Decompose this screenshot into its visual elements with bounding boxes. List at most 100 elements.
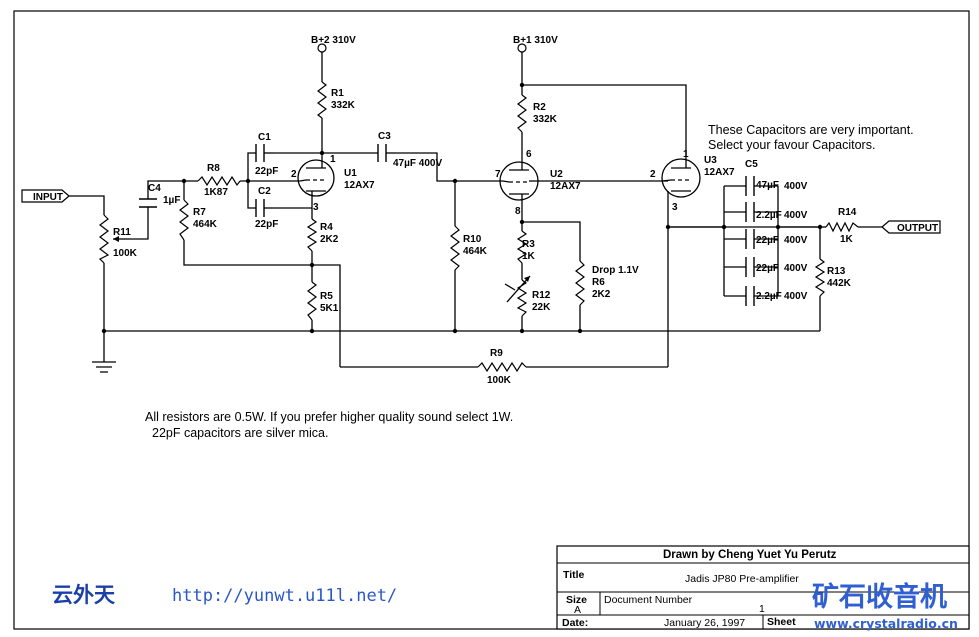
watermark-left-url: http://yunwt.u11l.net/: [172, 586, 397, 606]
bank-cap-1-value: 2.2µF: [756, 210, 782, 221]
bank-cap-2-voltage: 400V: [784, 235, 808, 246]
bank-cap-2-value: 22µF: [756, 235, 779, 246]
u2-pin-7: 7: [495, 169, 501, 180]
output-port: OUTPUT: [881, 220, 941, 234]
r8-value: 1K87: [204, 187, 228, 198]
c5-name: C5: [745, 159, 758, 170]
u2-pin-6: 6: [526, 149, 532, 160]
tube-u3: 1 2 3 U3 12AX7: [650, 149, 735, 213]
r11-name: R11: [113, 227, 131, 238]
resistor-r8: R8 1K87: [197, 163, 241, 198]
c1-name: C1: [258, 132, 271, 143]
capacitor-c3: C3 47µF 400V: [377, 131, 442, 169]
output-port-label: OUTPUT: [897, 223, 938, 234]
capacitor-note: These Capacitors are very important. Sel…: [708, 123, 914, 152]
bank-cap-4-value: 2.2µF: [756, 291, 782, 302]
r4-value: 2K2: [320, 234, 339, 245]
bank-cap-1: 2.2µF 400V: [745, 202, 808, 222]
watermark-right-cn: 矿石收音机: [812, 581, 947, 613]
resistor-r9: R9 100K: [477, 348, 527, 386]
r10-name: R10: [463, 234, 482, 245]
sheet-label: Sheet: [767, 616, 796, 628]
bank-cap-0-voltage: 400V: [784, 181, 808, 192]
caps-note-line-1: These Capacitors are very important.: [708, 123, 914, 137]
r5-name: R5: [320, 291, 333, 302]
bank-cap-4: 2.2µF 400V: [745, 286, 808, 306]
wiring: [69, 52, 882, 368]
resistor-r11-potentiometer: R11 100K: [98, 214, 138, 264]
resistor-r12-variable: R12 22K: [506, 275, 551, 317]
c2-value: 22pF: [255, 219, 278, 230]
docnum-value: 1: [759, 603, 765, 615]
resistor-r10: R10 464K: [450, 225, 488, 271]
r9-value: 100K: [487, 375, 512, 386]
r7-name: R7: [193, 207, 206, 218]
input-port: INPUT: [21, 189, 70, 203]
u1-pin-3: 3: [313, 202, 319, 213]
r14-name: R14: [838, 207, 857, 218]
caps-note-line-2: Select your favour Capacitors.: [708, 138, 875, 152]
u1-pin-1: 1: [330, 154, 336, 165]
c2-name: C2: [258, 186, 271, 197]
capacitor-c2: C2 22pF: [255, 186, 278, 230]
u1-pin-2: 2: [291, 169, 297, 180]
r6-name: R6: [592, 277, 605, 288]
supply-b1-terminal: B+1 310V: [513, 35, 558, 53]
size-value: A: [574, 604, 581, 616]
u3-name: U3: [704, 155, 717, 166]
docnum-label: Document Number: [604, 594, 693, 606]
tube-u1: 1 2 3 U1 12AX7: [291, 154, 375, 213]
drawn-by: Drawn by Cheng Yuet Yu Perutz: [663, 549, 837, 561]
r10-value: 464K: [463, 246, 488, 257]
c4-name: C4: [148, 183, 161, 194]
capacitor-c4: C4 1µF: [139, 183, 180, 208]
resistor-r14: R14 1K: [825, 207, 859, 245]
bank-cap-3: 22µF 400V: [745, 257, 808, 277]
watermark-right: 矿石收音机 www.crystalradio.cn: [812, 581, 958, 631]
junction-dots: [101, 82, 823, 334]
r8-name: R8: [207, 163, 220, 174]
r13-value: 442K: [827, 278, 852, 289]
resistor-r7: R7 464K: [179, 199, 218, 241]
u3-pin-3: 3: [672, 202, 678, 213]
u3-pin-1: 1: [683, 149, 689, 160]
r7-value: 464K: [193, 219, 218, 230]
u3-pin-2: 2: [650, 169, 656, 180]
input-port-label: INPUT: [33, 192, 63, 203]
supply-b2-terminal: B+2 310V: [311, 35, 356, 53]
u3-type: 12AX7: [704, 167, 735, 178]
u2-pin-8: 8: [515, 206, 521, 217]
r1-name: R1: [331, 88, 344, 99]
c1-value: 22pF: [255, 166, 278, 177]
r5-value: 5K1: [320, 303, 339, 314]
r14-value: 1K: [840, 234, 854, 245]
u1-type: 12AX7: [344, 180, 375, 191]
r6-value: 2K2: [592, 289, 611, 300]
supply-b2-label: B+2 310V: [311, 35, 356, 46]
bank-cap-0-value: 47µF: [756, 180, 779, 191]
r12-name: R12: [532, 290, 551, 301]
note-line-1: All resistors are 0.5W. If you prefer hi…: [145, 410, 513, 424]
c3-name: C3: [378, 131, 391, 142]
c3-value: 47µF 400V: [393, 158, 442, 169]
r11-value: 100K: [113, 248, 138, 259]
r6-note: Drop 1.1V: [592, 265, 639, 276]
date-value: January 26, 1997: [664, 617, 745, 629]
r2-name: R2: [533, 102, 546, 113]
watermark-left: 云外天 http://yunwt.u11l.net/: [52, 583, 397, 607]
r12-value: 22K: [532, 302, 551, 313]
resistor-r6: Drop 1.1V R6 2K2: [575, 260, 639, 306]
note-line-2: 22pF capacitors are silver mica.: [152, 426, 328, 440]
resistor-r2: R2 332K: [517, 94, 558, 133]
watermark-right-url: www.crystalradio.cn: [814, 616, 958, 631]
resistor-r13: R13 442K: [814, 258, 852, 297]
size-label: Size: [566, 594, 587, 606]
u1-name: U1: [344, 168, 357, 179]
general-notes: All resistors are 0.5W. If you prefer hi…: [145, 410, 513, 440]
capacitor-c1: C1 22pF: [255, 132, 278, 177]
bank-cap-4-voltage: 400V: [784, 291, 808, 302]
title-block: Drawn by Cheng Yuet Yu Perutz Title Jadi…: [556, 545, 970, 630]
date-label: Date:: [562, 617, 588, 629]
c4-value: 1µF: [163, 195, 180, 206]
bank-cap-3-voltage: 400V: [784, 263, 808, 274]
